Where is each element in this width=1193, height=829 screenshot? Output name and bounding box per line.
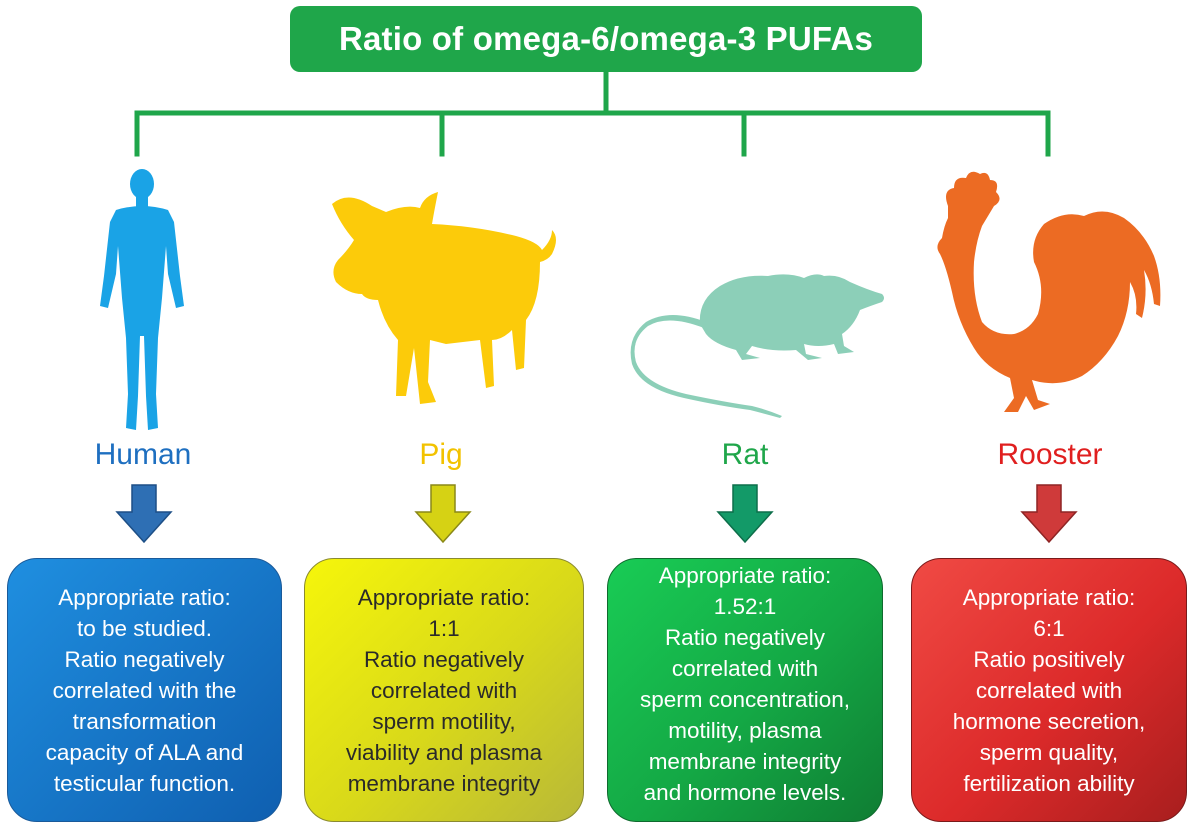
pig-silhouette-icon	[332, 192, 556, 404]
human-silhouette-icon	[100, 169, 184, 430]
pig-label: Pig	[419, 438, 463, 471]
human-info-text: Appropriate ratio: to be studied. Ratio …	[45, 584, 244, 796]
rat-down-arrow-icon	[716, 484, 774, 544]
pig-down-arrow-icon	[414, 484, 472, 544]
rat-info-text: Appropriate ratio: 1.52:1 Ratio negative…	[639, 563, 851, 805]
rooster-info-text: Appropriate ratio: 6:1 Ratio positively …	[952, 584, 1146, 796]
rooster-info-box: Appropriate ratio: 6:1 Ratio positively …	[911, 558, 1187, 822]
rooster-down-arrow-icon	[1020, 484, 1078, 544]
rat-label: Rat	[721, 438, 769, 471]
rat-info-box: Appropriate ratio: 1.52:1 Ratio negative…	[607, 558, 883, 822]
rooster-label: Rooster	[997, 438, 1103, 471]
human-label: Human	[94, 438, 192, 471]
human-info-box: Appropriate ratio: to be studied. Ratio …	[7, 558, 282, 822]
human-down-arrow-icon	[115, 484, 173, 544]
pig-info-box: Appropriate ratio: 1:1 Ratio negatively …	[304, 558, 584, 822]
rooster-silhouette-icon	[937, 171, 1161, 412]
diagram-title: Ratio of omega-6/omega-3 PUFAs	[290, 6, 922, 72]
rat-silhouette-icon	[630, 274, 884, 418]
pig-info-text: Appropriate ratio: 1:1 Ratio negatively …	[345, 584, 543, 796]
